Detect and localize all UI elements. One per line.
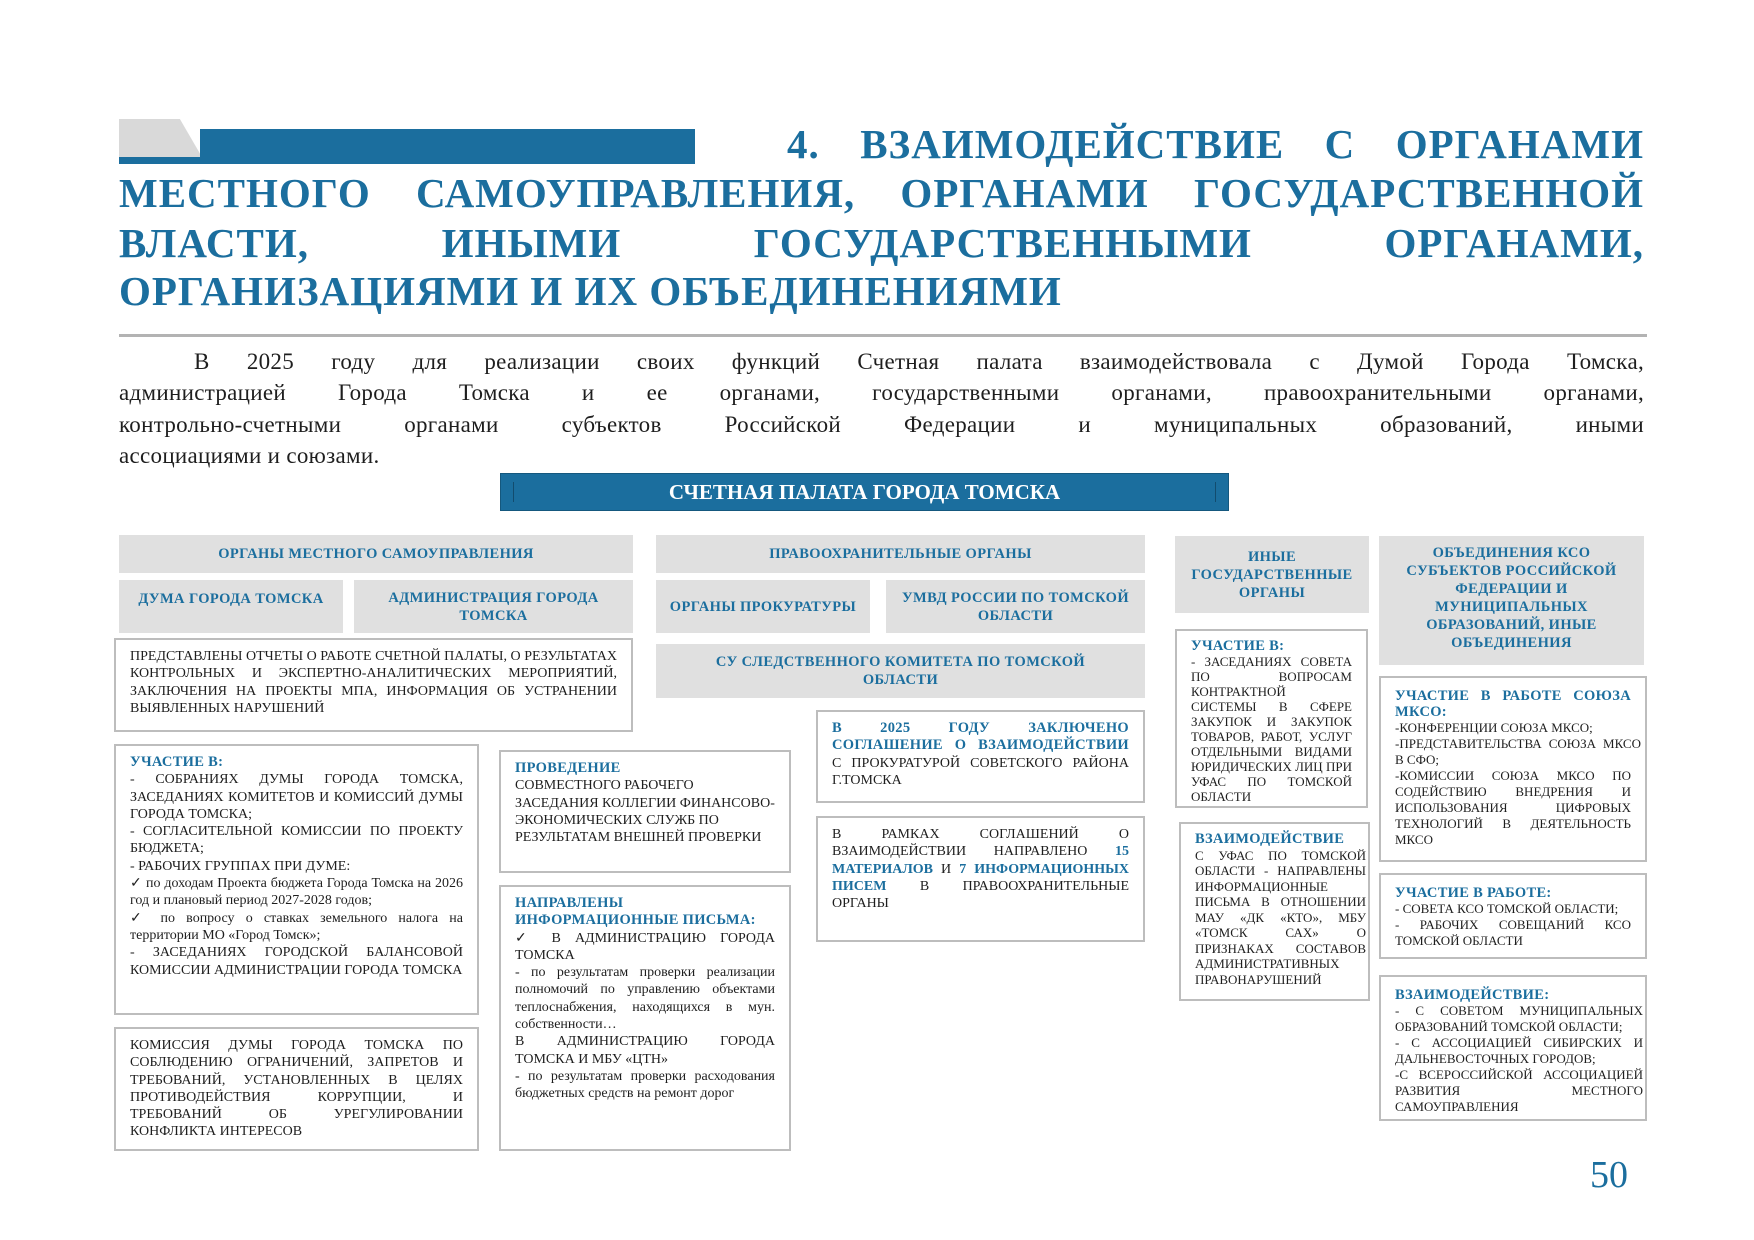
section-title-line: МЕСТНОГО САМОУПРАВЛЕНИЯ, ОРГАНАМИ ГОСУДА… — [119, 170, 1644, 216]
umvd-header: УМВД РОССИИ ПО ТОМСКОЙ ОБЛАСТИ — [886, 580, 1145, 633]
duma-participation-box: УЧАСТИЕ В: - СОБРАНИЯХ ДУМЫ ГОРОДА ТОМСК… — [114, 744, 479, 1015]
section-title-line: ОРГАНИЗАЦИЯМИ И ИХ ОБЪЕДИНЕНИЯМИ — [119, 268, 1062, 314]
ufas-interaction-box: ВЗАИМОДЕЙСТВИЕ С УФАС ПО ТОМСКОЙ ОБЛАСТИ… — [1179, 822, 1370, 1001]
list-item: В АДМИНИСТРАЦИЮ ГОРОДА ТОМСКА И МБУ «ЦТН… — [515, 1034, 775, 1067]
box-title: ВЗАИМОДЕЙСТВИЕ: — [1395, 987, 1550, 1003]
intro-line: контрольно-счетными органами субъектов Р… — [119, 412, 1644, 437]
list-item: - по результатам проверки расходования б… — [515, 1068, 775, 1102]
org-banner: СЧЕТНАЯ ПАЛАТА ГОРОДА ТОМСКА — [500, 473, 1229, 511]
letters-box: НАПРАВЛЕНЫ ИНФОРМАЦИОННЫЕ ПИСЬМА: ✓ В АД… — [499, 885, 791, 1151]
list-item: -КОМИССИИ СОЮЗА МКСО ПО СОДЕЙСТВИЮ ВНЕДР… — [1395, 768, 1631, 847]
box-title: ПРОВЕДЕНИЕ — [515, 760, 621, 776]
interaction-box: ВЗАИМОДЕЙСТВИЕ: - С СОВЕТОМ МУНИЦИПАЛЬНЫ… — [1379, 975, 1647, 1121]
list-item: - СОБРАНИЯХ ДУМЫ ГОРОДА ТОМСКА, ЗАСЕДАНИ… — [130, 772, 463, 822]
title-decoration-bar-top — [200, 129, 695, 164]
work-box: УЧАСТИЕ В РАБОТЕ: - СОВЕТА КСО ТОМСКОЙ О… — [1379, 873, 1647, 959]
materials-box: В РАМКАХ СОГЛАШЕНИЙ О ВЗАИМОДЕЙСТВИИ НАП… — [816, 816, 1145, 942]
materials-count: 15 МАТЕРИАЛОВ — [832, 844, 1130, 877]
col2-header: ПРАВООХРАНИТЕЛЬНЫЕ ОРГАНЫ — [656, 535, 1145, 573]
su-header: СУ СЛЕДСТВЕННОГО КОМИТЕТА ПО ТОМСКОЙ ОБЛ… — [656, 644, 1145, 698]
box-title: УЧАСТИЕ В: — [130, 754, 224, 770]
ufas-participation-box: УЧАСТИЕ В: - ЗАСЕДАНИЯХ СОВЕТА ПО ВОПРОС… — [1175, 629, 1368, 808]
box-title: УЧАСТИЕ В: — [1191, 638, 1285, 654]
intro-line: В 2025 году для реализации своих функций… — [194, 349, 1644, 374]
col3-header: ИНЫЕ ГОСУДАРСТВЕННЫЕ ОРГАНЫ — [1175, 536, 1369, 613]
box-text: СОВМЕСТНОГО РАБОЧЕГО ЗАСЕДАНИЯ КОЛЛЕГИИ … — [515, 778, 775, 846]
duma-header: ДУМА ГОРОДА ТОМСКА — [119, 580, 343, 633]
box-text: В РАМКАХ СОГЛАШЕНИЙ О ВЗАИМОДЕЙСТВИИ НАП… — [832, 827, 1129, 860]
box-text: В ПРАВООХРАНИТЕЛЬНЫЕ ОРГАНЫ — [832, 878, 1130, 912]
commission-box: КОМИССИЯ ДУМЫ ГОРОДА ТОМСКА ПО СОБЛЮДЕНИ… — [114, 1027, 479, 1151]
admin-header: АДМИНИСТРАЦИЯ ГОРОДА ТОМСКА — [354, 580, 633, 633]
box-text: С ПРОКУРАТУРОЙ СОВЕТСКОГО РАЙОНА Г.ТОМСК… — [832, 755, 1129, 788]
list-item: - РАБОЧИХ СОВЕЩАНИЙ КСО ТОМСКОЙ ОБЛАСТИ — [1395, 917, 1631, 948]
section-title-line: 4. ВЗАИМОДЕЙСТВИЕ С ОРГАНАМИ — [787, 121, 1644, 167]
box-text: - ЗАСЕДАНИЯХ СОВЕТА ПО ВОПРОСАМ КОНТРАКТ… — [1191, 654, 1352, 804]
box-title: НАПРАВЛЕНЫ ИНФОРМАЦИОННЫЕ ПИСЬМА: — [515, 895, 756, 929]
prosecutor-header: ОРГАНЫ ПРОКУРАТУРЫ — [656, 580, 870, 633]
box-text: И — [941, 861, 952, 877]
list-item: -ПРЕДСТАВИТЕЛЬСТВА СОЮЗА МКСО В СФО; — [1395, 736, 1641, 767]
divider — [119, 334, 1647, 337]
meeting-box: ПРОВЕДЕНИЕ СОВМЕСТНОГО РАБОЧЕГО ЗАСЕДАНИ… — [499, 750, 791, 873]
list-item: ✓ по доходам Проекта бюджета Города Томс… — [130, 876, 463, 909]
list-item: -КОНФЕРЕНЦИИ СОЮЗА МКСО; — [1395, 720, 1593, 735]
box-title: В 2025 ГОДУ ЗАКЛЮЧЕНО СОГЛАШЕНИЕ О ВЗАИМ… — [832, 720, 1129, 754]
list-item: - по результатам проверки реализации пол… — [515, 965, 775, 1033]
intro-line: администрацией Города Томска и ее органа… — [119, 380, 1644, 405]
list-item: - С СОВЕТОМ МУНИЦИПАЛЬНЫХ ОБРАЗОВАНИЙ ТО… — [1395, 1003, 1643, 1034]
col1-header: ОРГАНЫ МЕСТНОГО САМОУПРАВЛЕНИЯ — [119, 535, 633, 573]
list-item: - СОГЛАСИТЕЛЬНОЙ КОМИССИИ ПО ПРОЕКТУ БЮД… — [130, 824, 463, 857]
col4-header: ОБЪЕДИНЕНИЯ КСО СУБЪЕКТОВ РОССИЙСКОЙ ФЕД… — [1379, 536, 1644, 665]
box-title: УЧАСТИЕ В РАБОТЕ: — [1395, 885, 1552, 901]
org-banner-label: СЧЕТНАЯ ПАЛАТА ГОРОДА ТОМСКА — [668, 479, 1061, 504]
list-item: ✓ по вопросу о ставках земельного налога… — [130, 910, 463, 943]
union-box: УЧАСТИЕ В РАБОТЕ СОЮЗА МКСО: -КОНФЕРЕНЦИ… — [1379, 676, 1647, 862]
section-title-line: ВЛАСТИ, ИНЫМИ ГОСУДАРСТВЕННЫМИ ОРГАНАМИ, — [119, 220, 1644, 266]
box-title: ВЗАИМОДЕЙСТВИЕ — [1195, 831, 1345, 847]
list-item: ✓ В АДМИНИСТРАЦИЮ ГОРОДА ТОМСКА — [515, 930, 775, 963]
intro-line: ассоциациями и союзами. — [119, 443, 380, 468]
letters-count: 7 ИНФОРМАЦИОННЫХ ПИСЕМ — [832, 861, 1130, 894]
list-item: - ЗАСЕДАНИЯХ ГОРОДСКОЙ БАЛАНСОВОЙ КОМИСС… — [130, 945, 463, 978]
list-item: - С АССОЦИАЦИЕЙ СИБИРСКИХ И ДАЛЬНЕВОСТОЧ… — [1395, 1035, 1643, 1066]
page-number: 50 — [1590, 1154, 1628, 1196]
box-title: УЧАСТИЕ В РАБОТЕ СОЮЗА МКСО: — [1395, 688, 1631, 720]
box-text: С УФАС ПО ТОМСКОЙ ОБЛАСТИ - НАПРАВЛЕНЫ И… — [1195, 847, 1366, 987]
list-item: - РАБОЧИХ ГРУППАХ ПРИ ДУМЕ: — [130, 858, 351, 874]
agreement-box: В 2025 ГОДУ ЗАКЛЮЧЕНО СОГЛАШЕНИЕ О ВЗАИМ… — [816, 710, 1145, 803]
list-item: - СОВЕТА КСО ТОМСКОЙ ОБЛАСТИ; — [1395, 901, 1619, 916]
list-item: -С ВСЕРОССИЙСКОЙ АССОЦИАЦИЕЙ РАЗВИТИЯ МЕ… — [1395, 1067, 1643, 1114]
reports-box: ПРЕДСТАВЛЕНЫ ОТЧЕТЫ О РАБОТЕ СЧЕТНОЙ ПАЛ… — [114, 638, 633, 732]
